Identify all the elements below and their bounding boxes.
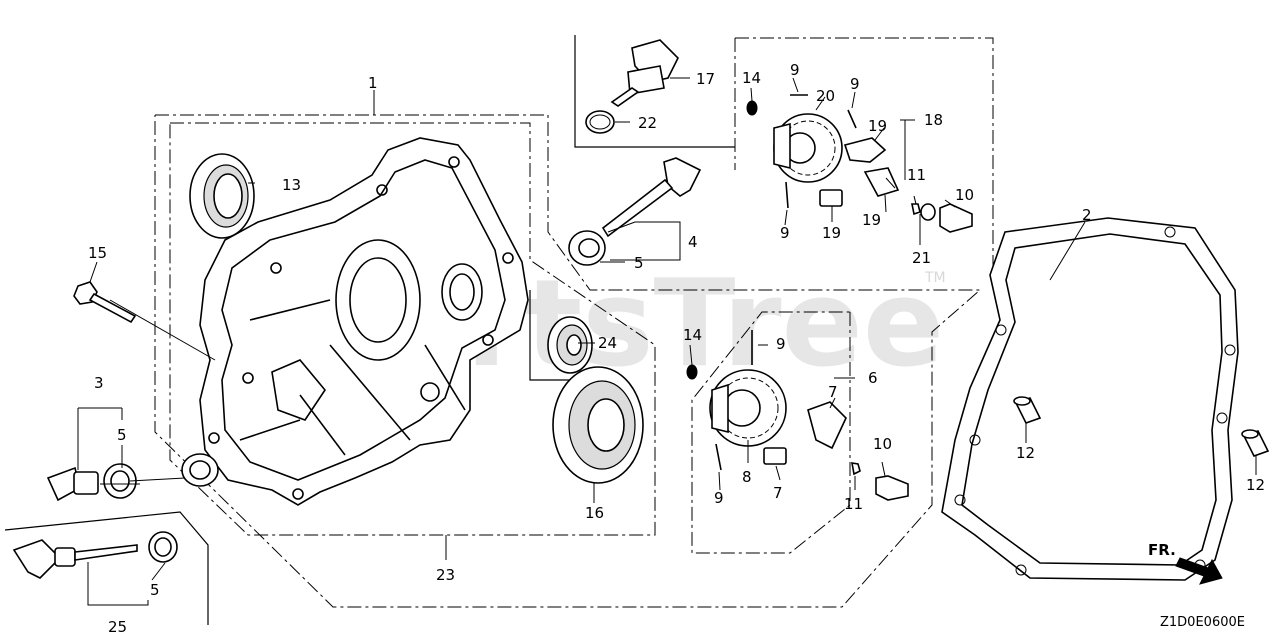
callout-3: 3: [94, 374, 104, 392]
governor-gear-18-icon: [746, 94, 973, 233]
arrow-right-icon: [1175, 557, 1223, 585]
callout-21: 21: [912, 249, 931, 267]
crankcase-cover-icon: [181, 137, 529, 506]
front-direction-indicator: FR.: [1148, 541, 1223, 585]
callout-5-oil-plug: 5: [634, 254, 644, 272]
callout-9a: 9: [790, 61, 800, 79]
callout-19a: 19: [868, 117, 887, 135]
callout-14a: 14: [742, 69, 761, 87]
callout-9c: 9: [780, 224, 790, 242]
callout-23: 23: [436, 566, 455, 584]
gasket-icon: [941, 217, 1239, 581]
group-box-6: [691, 311, 851, 554]
front-label: FR.: [1148, 541, 1176, 559]
callout-4: 4: [688, 233, 698, 251]
callout-5-drain: 5: [117, 426, 127, 444]
callout-10a: 10: [955, 186, 974, 204]
callout-15: 15: [88, 244, 107, 262]
callout-12a: 12: [1016, 444, 1035, 462]
callout-5-dipstick: 5: [150, 581, 160, 599]
callout-10b: 10: [873, 435, 892, 453]
dowel-pin-icon: [1013, 396, 1270, 457]
callout-1: 1: [368, 74, 378, 92]
oil-seal-icon: [189, 153, 255, 239]
callout-9d: 9: [776, 335, 786, 353]
callout-7b: 7: [773, 484, 783, 502]
group-box-18: [735, 37, 994, 290]
callout-9b: 9: [850, 75, 860, 93]
leader-lines: [77, 77, 1257, 606]
callout-18: 18: [924, 111, 943, 129]
group-box-17: [574, 35, 735, 148]
callout-19c: 19: [862, 211, 881, 229]
callout-9e: 9: [714, 489, 724, 507]
callout-labels: 1 2 3 4 5 5 5 6 7 7 8 9 9 9 9 9 10 10 11…: [88, 61, 1265, 636]
callout-16: 16: [585, 504, 604, 522]
watermark-trademark: TM: [924, 270, 946, 286]
oil-dipstick-icon: [12, 531, 178, 579]
callout-2: 2: [1082, 206, 1092, 224]
oil-filler-cap-icon: [585, 39, 679, 134]
callout-8: 8: [742, 468, 752, 486]
callout-11b: 11: [844, 495, 863, 513]
callout-20: 20: [816, 87, 835, 105]
group-outline-23: [154, 114, 982, 608]
callout-22: 22: [638, 114, 657, 132]
callout-13: 13: [282, 176, 301, 194]
callout-24: 24: [598, 334, 617, 352]
callout-7a: 7: [828, 383, 838, 401]
callout-14b: 14: [683, 326, 702, 344]
oil-plug-4-icon: [568, 157, 702, 266]
group-box-25: [4, 511, 209, 625]
flange-bolt-icon: [73, 281, 137, 324]
diagram-code: Z1D0E0600E: [1160, 615, 1245, 630]
ball-bearing-icon: [547, 316, 593, 374]
drain-plug-icon: [46, 463, 137, 502]
callout-11a: 11: [907, 166, 926, 184]
ball-bearing-16-icon: [552, 366, 644, 484]
callout-12b: 12: [1246, 476, 1265, 494]
callout-17: 17: [696, 70, 715, 88]
callout-19b: 19: [822, 224, 841, 242]
callout-6: 6: [868, 369, 878, 387]
washer-14-icon: [686, 364, 698, 380]
callout-25: 25: [108, 618, 127, 636]
governor-gear-icon: [709, 330, 909, 501]
